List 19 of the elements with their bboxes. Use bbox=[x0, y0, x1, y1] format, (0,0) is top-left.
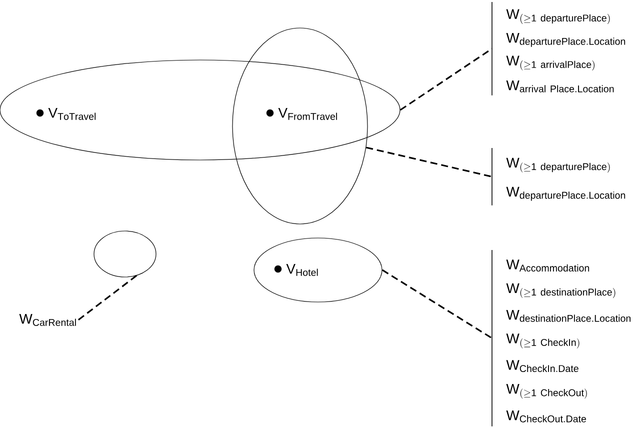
attribute-label: $\mathrm{W}_{\mathrm{destinationPlace.Location}}$ bbox=[506, 310, 631, 322]
attribute-label: $\mathrm{W}_{\mathrm{(\geq 1\ arrivalPlace)}}$ bbox=[506, 56, 594, 70]
attribute-label: $\mathrm{W}_{\mathrm{departurePlace.Location}}$ bbox=[506, 186, 626, 201]
attribute-label: $\mathrm{W}_{\mathrm{CheckOut.Date}}$ bbox=[506, 410, 586, 422]
attribute-label: $\mathrm{W}_{\mathrm{Accommodation}}$ bbox=[506, 260, 590, 272]
attribute-label: $\mathrm{W}_{\mathrm{(\geq 1\ departurePlace)}}$ bbox=[506, 9, 610, 24]
empty-ellipse bbox=[94, 230, 156, 278]
attribute-label: $\mathrm{W}_{\mathrm{(\geq 1\ CheckIn)}}$ bbox=[506, 334, 580, 348]
leader-line bbox=[382, 269, 492, 339]
attribute-label: $\mathrm{W}_{\mathrm{CheckIn.Date}}$ bbox=[506, 360, 578, 372]
attribute-label: $\mathrm{W}_{\mathrm{arrival\ Place.Location}}$ bbox=[506, 80, 614, 92]
attribute-label: $\mathrm{W}_{\mathrm{(\geq 1\ destinationPlace)}}$ bbox=[506, 283, 616, 298]
attribute-label: $\mathrm{W}_{\mathrm{CarRental}}$ bbox=[19, 314, 76, 326]
leader-line bbox=[366, 146, 492, 178]
attribute-label: $\mathrm{W}_{\mathrm{(\geq 1\ CheckOut)}}$ bbox=[506, 384, 587, 399]
attribute-label: $\mathrm{W}_{\mathrm{departurePlace.Location}}$ bbox=[506, 32, 626, 47]
attribute-label: $\mathrm{W}_{\mathrm{(\geq 1\ departurePlace)}}$ bbox=[506, 158, 610, 173]
leader-line bbox=[400, 48, 492, 111]
leader-line bbox=[78, 275, 137, 321]
